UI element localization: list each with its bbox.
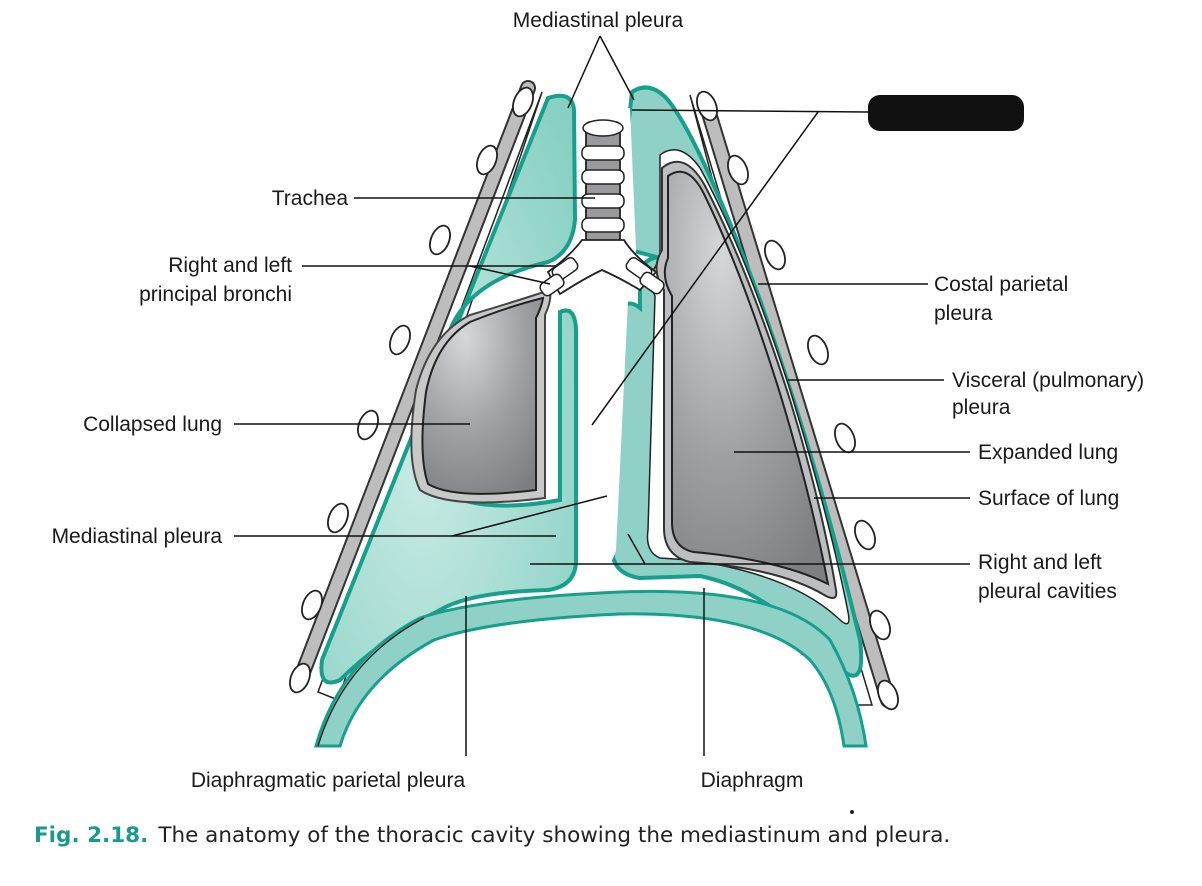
label-cavities-line1: Right and left (978, 551, 1102, 574)
label-surface-of-lung: Surface of lung (978, 487, 1119, 510)
leader-lines (234, 35, 970, 756)
redaction-block (868, 95, 1024, 131)
label-costal-line2: pleura (934, 302, 993, 325)
diaphragm-shape (314, 589, 868, 748)
label-visceral-line2: pleura (952, 396, 1011, 419)
caption-text: The anatomy of the thoracic cavity showi… (158, 823, 951, 848)
label-mediastinal-pleura-top: Mediastinal pleura (513, 9, 684, 32)
chest-wall-right (696, 90, 899, 711)
label-diaphragm: Diaphragm (701, 769, 804, 792)
label-trachea: Trachea (272, 187, 349, 210)
trachea-shape (539, 119, 665, 297)
label-bronchi-line1: Right and left (168, 254, 292, 277)
label-collapsed-lung: Collapsed lung (83, 413, 222, 436)
chest-wall-left (289, 80, 536, 694)
label-expanded-lung: Expanded lung (978, 441, 1118, 464)
label-bronchi-line2: principal bronchi (139, 283, 292, 306)
figure-number: Fig. 2.18. (34, 823, 149, 848)
label-visceral-line1: Visceral (pulmonary) (952, 369, 1144, 392)
label-diaphragmatic-pleura: Diaphragmatic parietal pleura (191, 769, 466, 792)
label-mediastinal-pleura-left: Mediastinal pleura (52, 525, 223, 548)
label-costal-line1: Costal parietal (934, 273, 1068, 296)
figure-caption: Fig. 2.18. The anatomy of the thoracic ca… (34, 823, 950, 848)
label-cavities-line2: pleural cavities (978, 580, 1117, 603)
